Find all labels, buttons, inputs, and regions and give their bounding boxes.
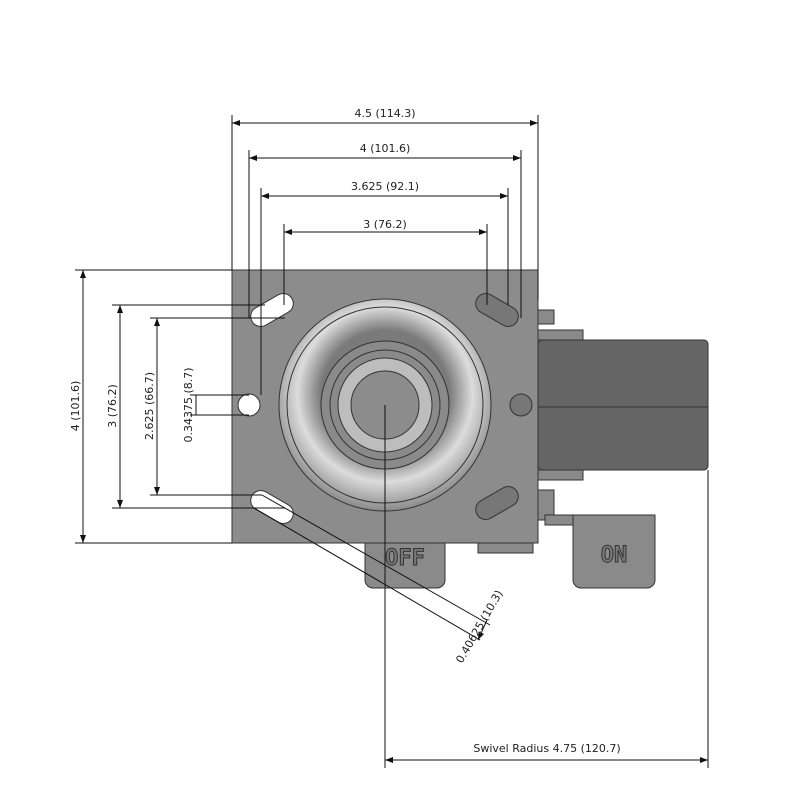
dim-slot-width: 0.40625 (10.3) [453, 588, 505, 666]
hole-left [237, 393, 261, 417]
top-dimensions: 4.5 (114.3) 4 (101.6) 3.625 (92.1) 3 (76… [231, 107, 539, 395]
dim-slot-outer-length: 3 (76.2) [106, 384, 119, 428]
slot-bottom-right [475, 486, 519, 520]
left-dimensions: 4 (101.6) 3 (76.2) 2.625 (66.7) 0.34375 … [69, 269, 285, 544]
dim-slot-inner-length: 2.625 (66.7) [143, 372, 156, 440]
dim-slot-inner-width: 3 (76.2) [363, 218, 407, 231]
dim-slot-outer-width: 4 (101.6) [360, 142, 411, 155]
dim-plate-width: 4.5 (114.3) [354, 107, 415, 120]
brake-bolt [477, 542, 534, 554]
dim-hole-offset: 0.34375 (8.7) [182, 367, 195, 442]
slot-top-right [475, 293, 519, 327]
dim-plate-length: 4 (101.6) [69, 381, 82, 432]
swivel-radius-dimension: Swivel Radius 4.75 (120.7) [384, 405, 709, 768]
dim-swivel-radius: Swivel Radius 4.75 (120.7) [473, 742, 620, 755]
brake-on-tab: ON [544, 514, 656, 589]
dim-hole-width: 3.625 (92.1) [351, 180, 419, 193]
off-label: OFF [385, 546, 425, 571]
hole-right [509, 393, 533, 417]
on-label: ON [601, 543, 628, 568]
brake-off-tab: OFF [364, 542, 446, 589]
wheel [537, 309, 709, 521]
